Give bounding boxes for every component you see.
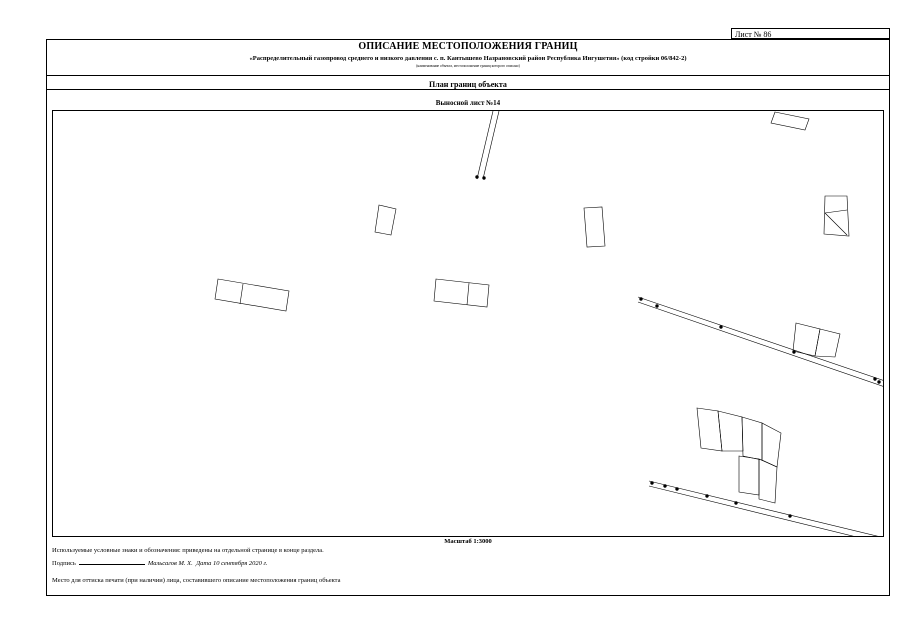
object-name: «Распределительный газопровод среднего и…: [249, 55, 687, 62]
boundary-plan-map: [52, 110, 884, 537]
parcel-outline: [741, 416, 763, 461]
boundary-point: [655, 304, 659, 308]
boundary-point: [877, 380, 881, 384]
building-outline: [814, 328, 841, 358]
document-title: ОПИСАНИЕ МЕСТОПОЛОЖЕНИЯ ГРАНИЦ: [358, 41, 578, 52]
signature-label: Подпись: [52, 560, 76, 567]
boundary-point: [482, 176, 486, 180]
date-label: Дата: [195, 560, 212, 567]
parcel-outline: [738, 455, 760, 496]
pipeline-line: [637, 301, 883, 387]
boundary-point: [639, 297, 643, 301]
legend-note: Используемые условные знаки и обозначени…: [52, 547, 324, 554]
pipeline-line: [482, 111, 500, 180]
parcel-outline: [758, 458, 778, 504]
boundary-point: [650, 481, 654, 485]
sheet-number: Лист № 86: [731, 28, 890, 39]
signer-name: Мальсагов М. Х.: [147, 560, 193, 567]
pipeline-line: [637, 296, 883, 381]
map-scale: Масштаб 1:3000: [444, 538, 492, 545]
divider: [47, 89, 889, 90]
parcel-outline: [761, 422, 782, 468]
building-outline: [824, 212, 848, 236]
date-value: 10 сентября 2020 г.: [213, 560, 268, 567]
document-frame: [46, 39, 890, 596]
object-name-caption: (наименование объекта, местоположение гр…: [416, 64, 520, 68]
boundary-point: [475, 175, 479, 179]
boundary-point: [788, 514, 792, 518]
boundary-point: [873, 377, 877, 381]
signature-blank: [78, 558, 145, 565]
boundary-point: [675, 487, 679, 491]
boundary-point: [734, 501, 738, 505]
building-outline: [214, 278, 290, 312]
section-title: План границ объекта: [429, 80, 507, 89]
parcel-outline: [717, 410, 744, 452]
building-outline: [824, 209, 848, 214]
building-outline: [239, 283, 244, 305]
signature-line: Подпись Мальсагов М. Х. Дата 10 сентября …: [52, 558, 268, 567]
building-outline: [374, 204, 397, 236]
building-outline: [770, 111, 810, 131]
pipeline-line: [648, 485, 854, 536]
boundary-point: [663, 484, 667, 488]
building-outline: [583, 206, 606, 248]
plan-drawing: [214, 111, 883, 536]
boundary-point: [719, 325, 723, 329]
building-outline: [466, 282, 470, 306]
sheet-title: Выносной лист №14: [435, 99, 501, 107]
boundary-point: [705, 494, 709, 498]
building-outline: [433, 278, 490, 308]
pipeline-line: [648, 480, 878, 536]
pipeline-line: [476, 111, 494, 180]
stamp-note: Место для оттиска печати (при наличии) л…: [52, 577, 341, 584]
building-outline: [823, 195, 850, 237]
divider: [47, 75, 889, 76]
